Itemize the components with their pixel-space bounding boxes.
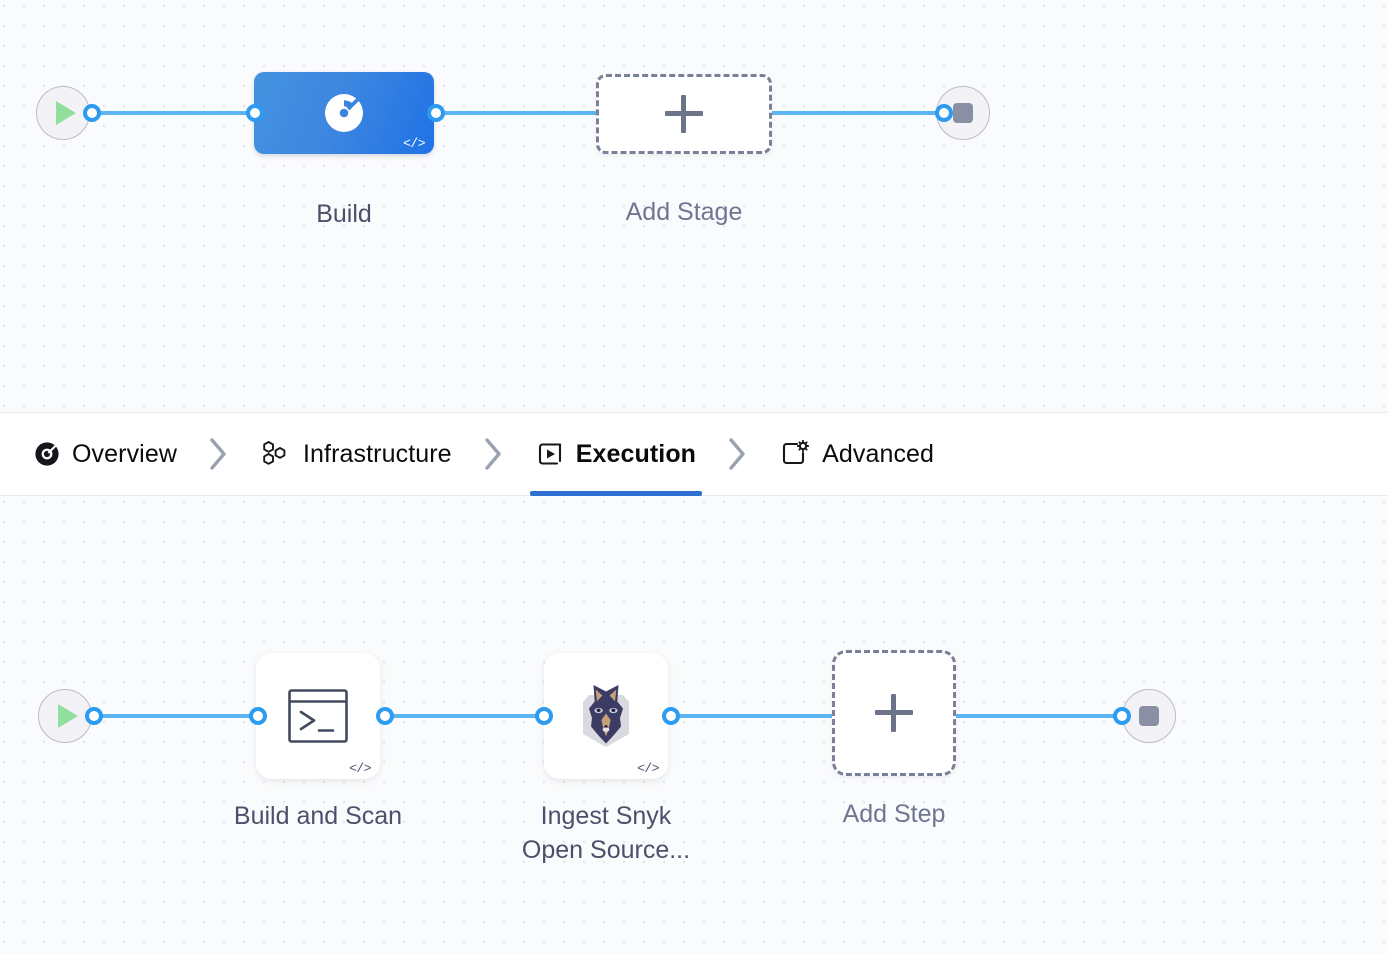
stage-node-build[interactable]: </>	[254, 72, 434, 154]
edge-step1-to-step2	[378, 714, 556, 718]
port-end-in[interactable]	[935, 104, 953, 122]
code-badge: </>	[349, 761, 371, 776]
tab-label-advanced: Advanced	[822, 439, 935, 468]
port-exec-end-in[interactable]	[1113, 707, 1131, 725]
port-build-in[interactable]	[246, 104, 264, 122]
chevron-right-icon-2	[456, 437, 532, 471]
add-step-button[interactable]	[832, 650, 956, 776]
play-icon	[56, 101, 76, 125]
chevron-right-icon-3	[700, 437, 776, 471]
tab-execution[interactable]: Execution	[529, 413, 703, 496]
stop-icon	[953, 103, 973, 123]
tab-label-infrastructure: Infrastructure	[303, 439, 452, 468]
tab-overview[interactable]: Overview	[30, 413, 181, 495]
pipeline-start-node[interactable]	[36, 86, 90, 140]
tab-label-overview: Overview	[72, 439, 177, 468]
add-stage-label: Add Stage	[625, 198, 743, 226]
tab-advanced[interactable]: Advanced	[776, 413, 938, 495]
add-stage-button[interactable]	[596, 74, 772, 154]
stage-label-build: Build	[316, 200, 372, 228]
terminal-icon	[288, 689, 348, 743]
edge-step2-to-addstep	[664, 714, 846, 718]
stop-icon	[1139, 706, 1159, 726]
port-step2-out[interactable]	[662, 707, 680, 725]
edge-addstage-to-end	[762, 111, 946, 115]
add-step-label: Add Step	[842, 800, 946, 828]
tab-infrastructure[interactable]: Infrastructure	[257, 413, 456, 495]
step-label-ingest-snyk: Ingest Snyk Open Source...	[521, 802, 691, 864]
edge-build-to-addstage	[428, 111, 610, 115]
execution-canvas[interactable]: </> Build and Scan </> Ingest Snyk Open …	[0, 496, 1388, 954]
play-icon	[58, 704, 78, 728]
code-badge: </>	[403, 136, 425, 151]
port-build-out[interactable]	[427, 104, 445, 122]
snyk-dog-icon	[583, 685, 629, 747]
edge-start-to-build	[92, 111, 262, 115]
execution-icon	[536, 440, 564, 468]
harness-build-icon	[324, 94, 363, 132]
port-start-out[interactable]	[83, 104, 101, 122]
stage-config-tabs: Overview Infrastructure	[0, 412, 1388, 496]
plus-icon	[665, 95, 703, 133]
chevron-right-icon	[181, 437, 257, 471]
stage-canvas[interactable]: </> Build Add Stage	[0, 0, 1388, 412]
edge-exec-start-to-step1	[94, 714, 266, 718]
port-exec-start-out[interactable]	[85, 707, 103, 725]
step-node-ingest-snyk[interactable]: </>	[544, 653, 668, 779]
execution-start-node[interactable]	[38, 689, 92, 743]
code-badge: </>	[637, 761, 659, 776]
infrastructure-icon	[261, 440, 291, 468]
port-step1-in[interactable]	[249, 707, 267, 725]
edge-addstep-to-end	[952, 714, 1132, 718]
advanced-icon	[780, 440, 810, 468]
port-step2-in[interactable]	[535, 707, 553, 725]
overview-icon	[34, 441, 60, 467]
step-node-build-and-scan[interactable]: </>	[256, 653, 380, 779]
port-step1-out[interactable]	[376, 707, 394, 725]
plus-icon	[875, 694, 913, 732]
execution-end-node[interactable]	[1122, 689, 1176, 743]
step-label-build-and-scan: Build and Scan	[233, 802, 403, 830]
tab-label-execution: Execution	[575, 439, 697, 468]
